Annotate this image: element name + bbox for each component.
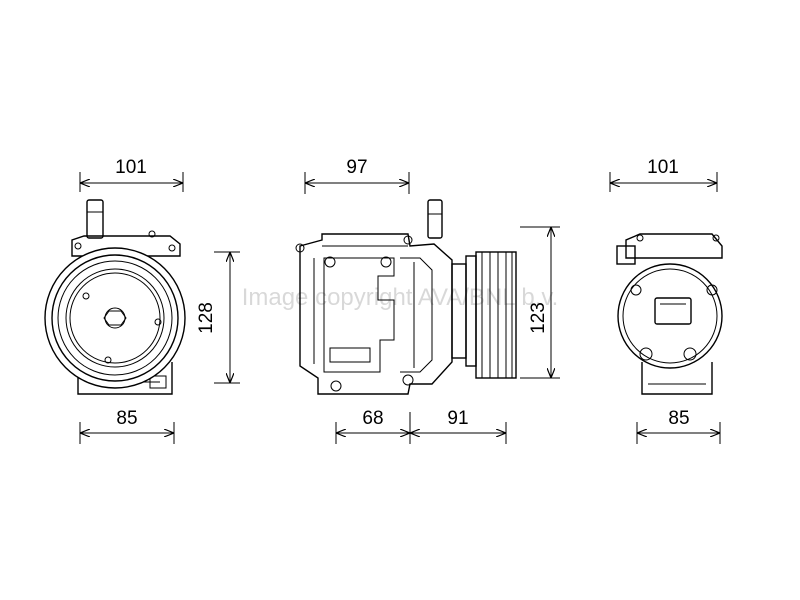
front-top-width-dimension: 101 (79, 157, 184, 192)
rear-bottom-width-dimension: 85 (636, 408, 721, 444)
front-height-label: 128 (196, 302, 217, 334)
rear-bottom-width-label: 85 (668, 408, 689, 429)
rear-top-width-label: 101 (647, 157, 679, 178)
side-top-length-dimension: 97 (304, 157, 410, 194)
side-top-length-label: 97 (346, 157, 367, 178)
side-height-dimension: 123 (520, 226, 560, 379)
side-compressor-body (295, 199, 517, 395)
front-top-width-label: 101 (115, 157, 147, 178)
side-view: 97 (295, 157, 560, 444)
rear-compressor-body (616, 233, 723, 395)
front-height-dimension: 128 (196, 251, 240, 384)
front-compressor-body (44, 199, 186, 395)
side-bottom-left-dimension: 68 (335, 408, 411, 444)
side-bottom-right-dimension: 91 (411, 408, 507, 444)
side-bottom-left-label: 68 (362, 408, 383, 429)
copyright-watermark: Image copyright AVA/BNL b.v. (242, 284, 559, 311)
front-view: 101 (44, 157, 240, 444)
front-bottom-width-label: 85 (116, 408, 137, 429)
rear-view: 101 85 (609, 157, 723, 444)
side-height-label: 123 (528, 302, 549, 334)
front-bottom-width-dimension: 85 (79, 408, 175, 444)
rear-top-width-dimension: 101 (609, 157, 718, 192)
side-bottom-right-label: 91 (447, 408, 468, 429)
